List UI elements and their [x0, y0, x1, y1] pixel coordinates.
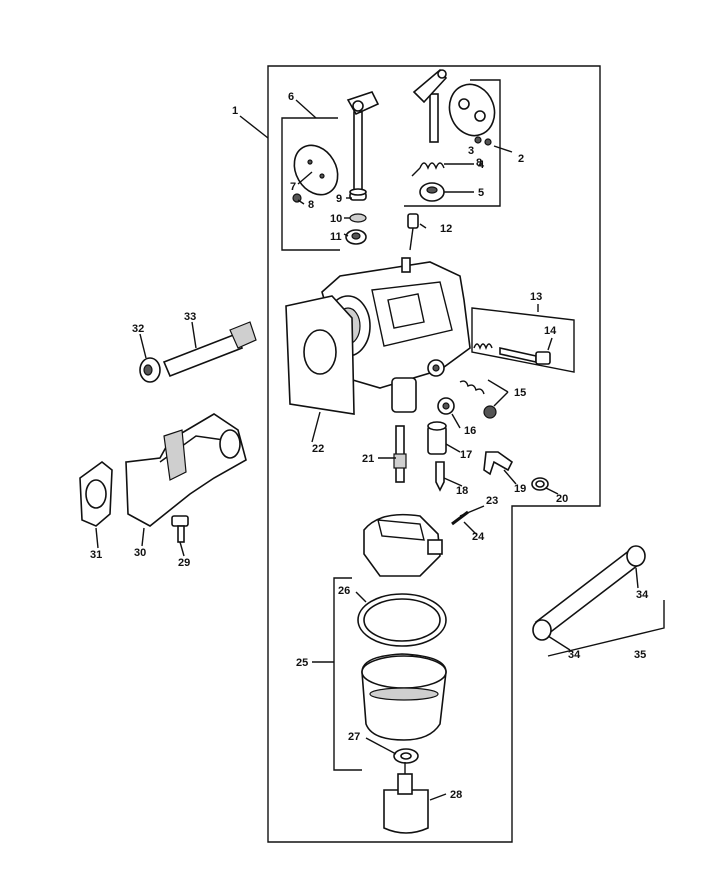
callout-11: 11: [330, 231, 342, 243]
idle-spring: [473, 343, 493, 350]
choke-bushing: [345, 229, 367, 245]
callout-6: 6: [288, 91, 294, 103]
callout-28: 28: [450, 789, 462, 801]
float-bowl: [361, 653, 447, 741]
callout-29: 29: [178, 557, 190, 569]
throttle-spring: [411, 162, 445, 177]
top-screw: [407, 213, 419, 251]
callout-22: 22: [312, 443, 324, 455]
mixture-screw: [483, 405, 497, 419]
callout-13: 13: [530, 291, 542, 303]
fuel-line-bracket: [547, 600, 665, 657]
callout-21: 21: [362, 453, 374, 465]
callout-17: 17: [460, 449, 472, 461]
breather-tube: [162, 321, 257, 378]
mounting-gasket: [285, 295, 355, 415]
choke-shaft: [346, 91, 380, 195]
throttle-shaft: [412, 68, 448, 143]
float: [363, 513, 443, 577]
callout-34-bottom: 34: [568, 649, 581, 661]
callout-19: 19: [514, 483, 526, 495]
fuel-line: [532, 545, 646, 641]
idle-screw: [499, 347, 551, 365]
choke-washer: [349, 213, 367, 223]
throttle-seal: [419, 182, 445, 202]
callout-24: 24: [472, 531, 485, 543]
callout-25: 25: [296, 657, 308, 669]
choke-plate: [293, 144, 339, 196]
callout-33: 33: [184, 311, 196, 323]
assembly-frame: [267, 65, 601, 843]
callout-26: 26: [338, 585, 350, 597]
inlet-seat: [437, 397, 455, 415]
callout-32: 32: [132, 323, 144, 335]
inlet-needle: [435, 461, 445, 492]
bowl-nut: [383, 762, 429, 834]
callout-2: 2: [518, 153, 524, 165]
leader-lines: [95, 99, 639, 801]
callout-27: 27: [348, 731, 360, 743]
callout-5: 5: [478, 187, 484, 199]
fuel-fitting: [483, 451, 514, 476]
callout-23: 23: [486, 495, 498, 507]
callout-7: 7: [290, 181, 296, 193]
callout-3: 3: [468, 145, 474, 157]
breather-nut: [139, 357, 161, 383]
callout-14: 14: [544, 325, 557, 337]
callout-31: 31: [90, 549, 102, 561]
callout-12: 12: [440, 223, 452, 235]
throttle-screws: [474, 136, 492, 146]
callout-34-top: 34: [636, 589, 649, 601]
choke-seal: [349, 188, 367, 201]
callout-20: 20: [556, 493, 568, 505]
mixture-spring: [459, 380, 485, 395]
callout-35: 35: [634, 649, 646, 661]
bowl-group-bracket: [333, 577, 362, 771]
callout-8-choke: 8: [308, 199, 314, 211]
intake-manifold: [125, 413, 247, 527]
bowl-washer: [393, 748, 419, 764]
callout-1: 1: [232, 105, 238, 117]
callout-9: 9: [336, 193, 342, 205]
bowl-gasket: [357, 593, 447, 647]
fitting-o-ring: [531, 477, 549, 491]
throttle-group-bracket: [404, 79, 501, 207]
callout-18: 18: [456, 485, 468, 497]
callout-4: 4: [478, 159, 485, 171]
manifold-screw: [171, 515, 189, 543]
main-jet: [393, 425, 407, 483]
callout-30: 30: [134, 547, 146, 559]
choke-group-bracket: [281, 117, 340, 251]
needle-housing: [427, 421, 447, 455]
callout-10: 10: [330, 213, 342, 225]
manifold-gasket: [79, 460, 113, 527]
idle-screw-bracket: [471, 307, 575, 373]
callout-8-throttle: 8: [476, 157, 482, 169]
throttle-plate: [448, 83, 496, 137]
callout-15: 15: [514, 387, 526, 399]
callout-16: 16: [464, 425, 476, 437]
